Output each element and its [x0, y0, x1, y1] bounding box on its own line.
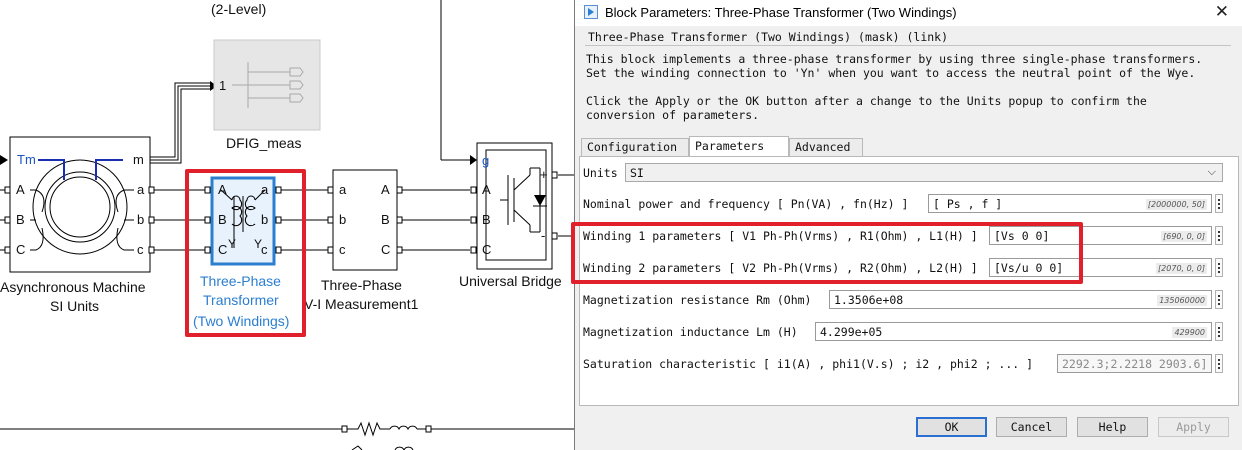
- port-B: B: [16, 212, 25, 227]
- help-button[interactable]: Help: [1077, 417, 1148, 437]
- ok-button[interactable]: OK: [916, 417, 987, 437]
- bridge-port-A: A: [482, 182, 491, 197]
- vi-meas-label-2: V-I Measurement1: [304, 296, 419, 312]
- param-value-saturation: 2292.3;2.2218 2903.6]: [1062, 357, 1208, 371]
- more-options-icon[interactable]: [1215, 354, 1223, 373]
- transformer-highlight-box: [185, 169, 306, 337]
- port-b: b: [137, 212, 145, 227]
- param-value-lm: 4.299e+05: [820, 325, 883, 339]
- vi-measurement-block[interactable]: [332, 169, 398, 271]
- param-hint-lm: 429900: [1172, 327, 1207, 338]
- param-label-lm: Magnetization inductance Lm (H): [583, 325, 798, 339]
- param-label-winding2: Winding 2 parameters [ V2 Ph-Ph(Vrms) , …: [583, 261, 978, 275]
- description-line-1: This block implements a three-phase tran…: [586, 52, 1203, 66]
- param-field-saturation[interactable]: 2292.3;2.2218 2903.6]: [1057, 354, 1212, 373]
- vi-port-C: C: [381, 242, 391, 257]
- param-label-winding1: Winding 1 parameters [ V1 Ph-Ph(Vrms) , …: [583, 229, 978, 243]
- param-field-nominal[interactable]: [ Ps , f ] [2000000, 50]: [928, 194, 1212, 213]
- bridge-port-plus: +: [540, 167, 548, 182]
- port-C: C: [16, 242, 26, 257]
- param-hint-winding1: [690, 0, 0]: [1161, 231, 1207, 242]
- xfmr-port-B: B: [218, 212, 227, 227]
- vi-meas-label-1: Three-Phase: [321, 277, 402, 293]
- bridge-port-minus: -: [541, 228, 546, 243]
- description-group-border: [585, 45, 1231, 46]
- transformer-block[interactable]: [210, 176, 276, 266]
- param-value-winding2: [Vs/u 0 0]: [994, 261, 1064, 275]
- vi-port-a: a: [339, 182, 347, 197]
- description-line-4: conversion of parameters.: [586, 108, 760, 122]
- xfmr-winding-mark-left: Y: [228, 237, 237, 251]
- bridge-port-g: g: [482, 153, 490, 168]
- param-label-saturation: Saturation characteristic [ i1(A) , phi1…: [583, 357, 1034, 371]
- more-options-icon[interactable]: [1215, 290, 1223, 309]
- dfig-meas-block[interactable]: [213, 39, 321, 131]
- vi-port-B: B: [381, 212, 390, 227]
- transformer-label-2: Transformer: [203, 292, 279, 308]
- port-tm: Tm: [17, 152, 36, 167]
- simulink-block-icon: [584, 5, 598, 19]
- xfmr-port-C: C: [218, 242, 228, 257]
- param-label-rm: Magnetization resistance Rm (Ohm): [583, 293, 812, 307]
- tab-configuration[interactable]: Configuration: [581, 138, 689, 156]
- units-label: Units: [583, 166, 618, 180]
- more-options-icon[interactable]: [1215, 322, 1223, 341]
- transformer-label-1: Three-Phase: [200, 273, 281, 289]
- dfig-meas-port: 1: [219, 78, 227, 93]
- xfmr-port-b: b: [261, 212, 269, 227]
- param-field-winding2[interactable]: [Vs/u 0 0] [2070, 0, 0]: [989, 258, 1212, 277]
- tab-parameters[interactable]: Parameters: [689, 136, 789, 156]
- mask-header: Three-Phase Transformer (Two Windings) (…: [588, 30, 949, 44]
- port-c: c: [137, 242, 144, 257]
- xfmr-port-A: A: [218, 182, 227, 197]
- more-options-icon[interactable]: [1215, 258, 1223, 277]
- param-value-rm: 1.3506e+08: [834, 293, 904, 307]
- two-level-label: (2-Level): [211, 1, 267, 17]
- vi-port-b: b: [339, 212, 347, 227]
- more-options-icon[interactable]: [1215, 194, 1223, 213]
- dialog-titlebar[interactable]: Block Parameters: Three-Phase Transforme…: [575, 0, 1242, 26]
- port-a: a: [137, 182, 145, 197]
- cancel-button[interactable]: Cancel: [996, 417, 1067, 437]
- param-hint-nominal: [2000000, 50]: [1145, 199, 1207, 210]
- param-hint-rm: 135060000: [1157, 295, 1207, 306]
- param-value-winding1: [Vs 0 0]: [994, 229, 1050, 243]
- rl-branch[interactable]: [347, 421, 426, 450]
- tab-advanced[interactable]: Advanced: [789, 138, 863, 156]
- winding-params-highlight-box: [571, 222, 1083, 284]
- more-options-icon[interactable]: [1215, 226, 1223, 245]
- dfig-meas-label: DFIG_meas: [226, 135, 302, 151]
- bridge-port-B: B: [482, 212, 491, 227]
- asynchronous-machine-block[interactable]: [9, 136, 151, 273]
- units-value: SI: [630, 166, 644, 180]
- vi-port-A: A: [381, 182, 390, 197]
- apply-button[interactable]: Apply: [1158, 417, 1229, 437]
- bridge-port-C: C: [482, 242, 492, 257]
- param-value-nominal: [ Ps , f ]: [933, 197, 1003, 211]
- description-line-3: Click the Apply or the OK button after a…: [586, 94, 1147, 108]
- universal-bridge-label: Universal Bridge: [459, 273, 562, 289]
- param-field-lm[interactable]: 4.299e+05 429900: [815, 322, 1212, 341]
- dialog-title: Block Parameters: Three-Phase Transforme…: [605, 5, 957, 20]
- vi-port-c: c: [339, 242, 346, 257]
- chevron-down-icon: ⌵: [1207, 165, 1216, 178]
- block-parameters-dialog: Block Parameters: Three-Phase Transforme…: [571, 0, 1242, 450]
- param-field-winding1[interactable]: [Vs 0 0] [690, 0, 0]: [989, 226, 1212, 245]
- xfmr-port-c: c: [261, 242, 268, 257]
- port-m: m: [133, 152, 144, 167]
- xfmr-winding-mark-right: Y: [254, 237, 263, 251]
- port-A: A: [16, 182, 25, 197]
- param-field-rm[interactable]: 1.3506e+08 135060000: [829, 290, 1212, 309]
- transformer-label-3: (Two Windings): [193, 313, 290, 329]
- async-machine-sublabel: SI Units: [50, 298, 100, 314]
- xfmr-port-a: a: [261, 182, 269, 197]
- units-select[interactable]: SI ⌵: [625, 163, 1223, 182]
- close-icon[interactable]: ✕: [1214, 2, 1229, 22]
- param-label-nominal: Nominal power and frequency [ Pn(VA) , f…: [583, 197, 909, 211]
- param-hint-winding2: [2070, 0, 0]: [1156, 263, 1207, 274]
- universal-bridge-block[interactable]: [476, 142, 553, 270]
- async-machine-label: Asynchronous Machine: [0, 279, 146, 295]
- description-line-2: Set the winding connection to 'Yn' when …: [586, 66, 1196, 80]
